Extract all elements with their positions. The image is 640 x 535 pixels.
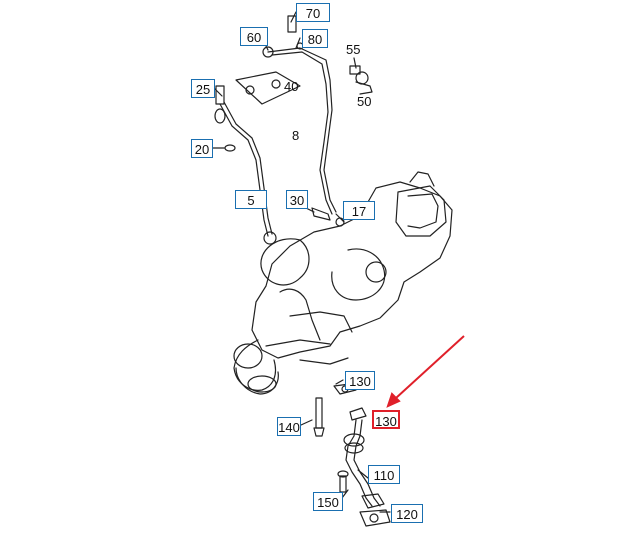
callout-17[interactable]: 17 <box>343 201 375 220</box>
callout-25[interactable]: 25 <box>191 79 215 98</box>
callout-110[interactable]: 110 <box>368 465 400 484</box>
callout-150[interactable]: 150 <box>313 492 343 511</box>
label-50: 50 <box>357 94 372 109</box>
callout-30-top[interactable]: 30 <box>286 190 308 209</box>
callout-5[interactable]: 5 <box>235 190 267 209</box>
callout-130-upper[interactable]: 130 <box>345 371 375 390</box>
callout-130-selected[interactable]: 130 <box>372 410 400 429</box>
callout-60[interactable]: 60 <box>240 27 268 46</box>
callout-70[interactable]: 70 <box>296 3 330 22</box>
callout-140[interactable]: 140 <box>277 417 301 436</box>
label-8: 8 <box>292 128 300 143</box>
callout-20[interactable]: 20 <box>191 139 213 158</box>
label-55: 55 <box>346 42 361 57</box>
callout-80[interactable]: 80 <box>302 29 328 48</box>
callout-120[interactable]: 120 <box>391 504 423 523</box>
label-40: 40 <box>284 79 299 94</box>
